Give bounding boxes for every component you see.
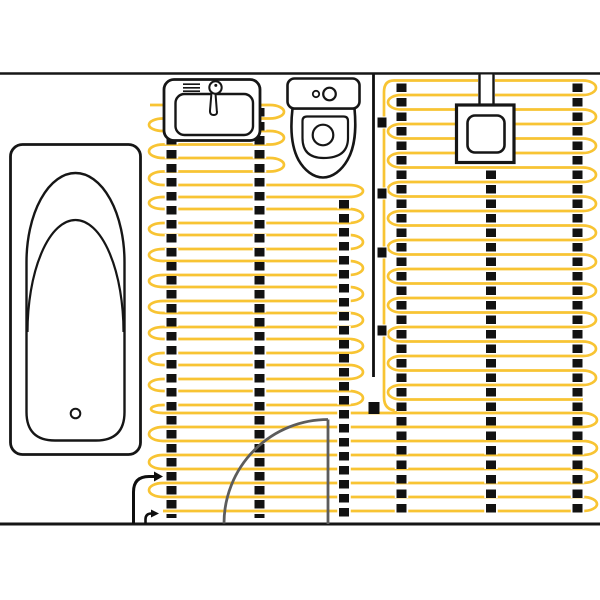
heating-cable-left: [147, 103, 599, 513]
thermostat-stem-fill: [478, 74, 495, 106]
bathtub-drain: [69, 407, 82, 420]
walls: [0, 72, 600, 526]
cable-clip-3: [376, 324, 388, 337]
bathtub: [9, 143, 142, 456]
bathtub-contour: [26, 218, 125, 333]
thermostat-display: [466, 114, 506, 154]
toilet: [286, 77, 361, 179]
power-lead-1: [144, 512, 152, 524]
power-lead-arrow-0: [154, 471, 163, 482]
faucet-head: [208, 80, 223, 95]
door-swing-arc: [222, 418, 329, 524]
heating-cable-right: [382, 79, 598, 412]
cable-clip-0: [376, 116, 388, 129]
toilet-flush-button-small: [311, 89, 321, 99]
heating-mat-right-cable: [382, 79, 598, 412]
power-lead-0: [132, 475, 154, 524]
faucet-dot: [214, 83, 218, 87]
sink: [162, 78, 262, 142]
power-lead-arrow-1: [151, 509, 159, 518]
cable-clip-1: [376, 187, 388, 200]
power-leads: [132, 471, 163, 524]
toilet-flush-button-large: [322, 86, 337, 102]
faucet-body: [208, 91, 218, 117]
thermostat: [454, 74, 516, 165]
sensor-end-marker: [368, 402, 380, 414]
door: [222, 418, 330, 524]
cable-clip-2: [376, 246, 388, 259]
toilet-seat-hole: [311, 123, 335, 147]
bathtub-basin: [25, 171, 126, 442]
floor-sensor: [368, 73, 388, 414]
heating-mat-left-cable: [147, 103, 599, 513]
mesh-strips: [164, 83, 585, 518]
